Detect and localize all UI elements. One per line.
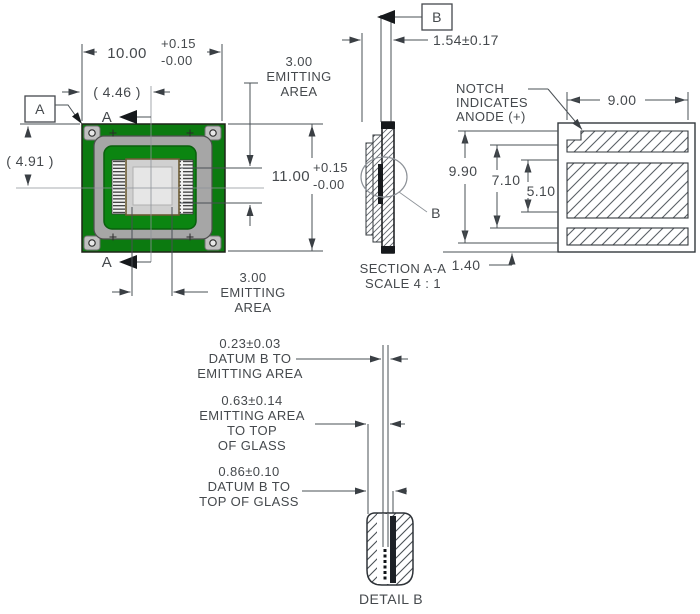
dim-pad-height-text: 5.10 — [527, 183, 556, 199]
section-arrow-top — [119, 110, 137, 124]
note2-line2: EMITTING AREA — [199, 408, 305, 423]
note2-line4: OF GLASS — [218, 438, 286, 453]
emitting-area — [132, 166, 173, 206]
cathode-pad — [566, 227, 689, 246]
plan-view-dimensions: 10.00 +0.15 -0.00 ( 4.46 ) ( 4.91 ) A A … — [6, 36, 348, 315]
dim-height-tol-plus: +0.15 — [313, 160, 348, 175]
section-arrow-bottom — [119, 255, 137, 269]
emitting-bottom-value: 3.00 — [240, 270, 267, 285]
emitting-right-line2: EMITTING — [266, 69, 331, 84]
section-emitting-bar — [378, 164, 383, 204]
dim-width-text: 10.00 — [107, 45, 147, 62]
dim-width-tol-minus: -0.00 — [161, 53, 193, 68]
emitting-right-value: 3.00 — [286, 54, 313, 69]
detail-title: DETAIL B — [359, 591, 423, 607]
plan-view — [16, 86, 264, 262]
dim-glass-thickness-text: 1.54±0.17 — [433, 32, 499, 48]
fiducial-marks — [109, 129, 194, 241]
detail-b-circle — [360, 156, 408, 198]
datum-a-text: A — [35, 101, 45, 117]
datum-b-box — [421, 3, 453, 31]
note3-line2: DATUM B TO — [208, 479, 291, 494]
notch-note-line1: NOTCH — [456, 81, 504, 96]
emitting-right-line3: AREA — [280, 84, 317, 99]
note1-line1: 0.23±0.03 — [219, 336, 280, 351]
note3-line1: 0.86±0.10 — [218, 464, 279, 479]
section-marker-top-text: A — [102, 109, 112, 126]
notch-note-line2: INDICATES — [456, 95, 528, 110]
thermal-pad — [566, 162, 689, 219]
section-substrate — [381, 121, 395, 254]
dim-height-tol-minus: -0.00 — [313, 177, 345, 192]
note1-line3: EMITTING AREA — [197, 366, 303, 381]
section-marker-bottom-text: A — [102, 254, 112, 271]
detail-callout-text: B — [431, 205, 441, 221]
dim-width-tol-plus: +0.15 — [161, 36, 196, 51]
wirebond-strip-left — [111, 159, 127, 215]
datum-a-box — [24, 95, 56, 123]
notch-note-line3: ANODE (+) — [456, 109, 526, 124]
emitting-bottom-line2: EMITTING — [220, 285, 285, 300]
detail-emitter-bar — [390, 516, 396, 583]
note1-line2: DATUM B TO — [209, 351, 292, 366]
section-cap-bottom — [381, 246, 395, 253]
note3-line3: TOP OF GLASS — [199, 494, 299, 509]
pad-holes — [88, 129, 217, 247]
detail-solder-dots — [383, 549, 387, 580]
emitting-bottom-line3: AREA — [234, 300, 271, 315]
dim-overall-height-text: 9.90 — [449, 163, 478, 179]
dim-inner-height-text: 7.10 — [492, 172, 521, 188]
note2-line3: TO TOP — [227, 423, 277, 438]
dim-ref-width-text: ( 4.46 ) — [93, 84, 141, 100]
section-view: B 1.54±0.17 B SECTION A-A SCALE 4 : 1 — [342, 3, 499, 291]
dim-back-width-text: 9.00 — [608, 92, 637, 108]
dim-height-text: 11.00 — [272, 168, 310, 185]
dim-ref-height-text: ( 4.91 ) — [6, 153, 54, 169]
dim-bottom-offset-text: 1.40 — [452, 257, 481, 273]
section-scale: SCALE 4 : 1 — [365, 276, 441, 291]
datum-b-arrow — [377, 10, 395, 24]
note2-line1: 0.63±0.14 — [221, 393, 282, 408]
back-view: 9.00 NOTCH INDICATES ANODE (+) 9.90 7.10… — [443, 81, 696, 273]
detail-view: 0.23±0.03 DATUM B TO EMITTING AREA 0.63±… — [197, 336, 423, 607]
section-title: SECTION A-A — [360, 261, 447, 276]
datum-a-arrow — [72, 112, 82, 124]
anode-pad — [566, 130, 689, 153]
datum-b-text: B — [432, 9, 442, 25]
section-cap-top — [381, 122, 395, 129]
